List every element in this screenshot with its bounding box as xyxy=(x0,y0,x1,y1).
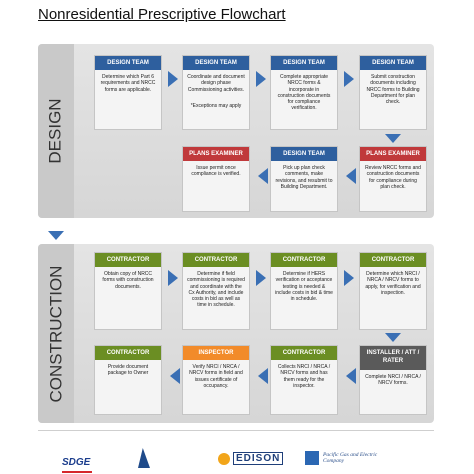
role-header: DESIGN TEAM xyxy=(271,56,337,70)
step-text: Review NRCC forms and construction docum… xyxy=(365,165,421,190)
step-text: Provide document package to Owner xyxy=(107,364,149,377)
role-header: INSPECTOR xyxy=(183,346,249,360)
role-header: CONTRACTOR xyxy=(95,253,161,267)
construction-phase-label: CONSTRUCTION xyxy=(46,265,66,402)
step-text: Issue permit once compliance is verified… xyxy=(191,165,241,178)
divider xyxy=(38,430,434,431)
arrow-left-icon xyxy=(258,168,268,184)
arrow-left-icon xyxy=(346,168,356,184)
design-step-5: PLANS EXAMINER Review NRCC forms and con… xyxy=(359,146,427,212)
step-text: Obtain copy of NRCC forms with construct… xyxy=(102,271,154,290)
step-text: Coordinate and document design phase Com… xyxy=(187,74,245,93)
role-header: CONTRACTOR xyxy=(95,346,161,360)
step-text: Collects NRCI / NRCA / NRCV forms and ha… xyxy=(277,364,331,389)
role-header: INSTALLER / ATT / RATER xyxy=(360,346,426,370)
arrow-right-icon xyxy=(344,71,354,87)
role-header: CONTRACTOR xyxy=(183,253,249,267)
construction-step-5: INSTALLER / ATT / RATER Complete NRCI / … xyxy=(359,345,427,415)
design-step-3: DESIGN TEAM Complete appropriate NRCC fo… xyxy=(270,55,338,130)
page-title: Nonresidential Prescriptive Flowchart xyxy=(38,6,286,23)
role-header: DESIGN TEAM xyxy=(95,56,161,70)
arrow-right-icon xyxy=(168,71,178,87)
step-text: Pick up plan check comments, make revisi… xyxy=(275,165,333,190)
arrow-left-icon xyxy=(346,368,356,384)
role-header: DESIGN TEAM xyxy=(360,56,426,70)
sdge-logo: SDGE xyxy=(62,452,92,473)
step-text: Verify NRCI / NRCA / NRCV forms in field… xyxy=(189,364,243,389)
role-header: CONTRACTOR xyxy=(271,253,337,267)
arrow-right-icon xyxy=(168,270,178,286)
design-step-1: DESIGN TEAM Determine which Part 6 requi… xyxy=(94,55,162,130)
step-note: *Exceptions may apply xyxy=(190,102,242,109)
construction-step-4: CONTRACTOR Determine which NRCI / NRCA /… xyxy=(359,252,427,330)
design-step-6: DESIGN TEAM Pick up plan check comments,… xyxy=(270,146,338,212)
role-header: CONTRACTOR xyxy=(360,253,426,267)
role-header: CONTRACTOR xyxy=(271,346,337,360)
role-header: PLANS EXAMINER xyxy=(360,147,426,161)
construction-step-8: CONTRACTOR Provide document package to O… xyxy=(94,345,162,415)
design-phase-sidebar xyxy=(38,44,74,218)
arrow-down-icon xyxy=(385,333,401,342)
step-text: Determine which Part 6 requirements and … xyxy=(100,74,156,93)
design-step-7: PLANS EXAMINER Issue permit once complia… xyxy=(182,146,250,212)
role-header: DESIGN TEAM xyxy=(183,56,249,70)
construction-step-1: CONTRACTOR Obtain copy of NRCC forms wit… xyxy=(94,252,162,330)
step-text: Determine if HERS verification or accept… xyxy=(275,271,333,303)
arrow-down-icon xyxy=(48,231,64,240)
step-text: Submit construction documents including … xyxy=(366,74,420,106)
pge-logo: Pacific Gas and Electric Company xyxy=(305,451,393,465)
design-phase-label: DESIGN xyxy=(46,98,65,164)
role-header: DESIGN TEAM xyxy=(271,147,337,161)
sponsor-logos: SDGE EDISON Pacific Gas and Electric Com… xyxy=(0,448,474,474)
arrow-left-icon xyxy=(258,368,268,384)
arrow-right-icon xyxy=(256,71,266,87)
construction-step-3: CONTRACTOR Determine if HERS verificatio… xyxy=(270,252,338,330)
arrow-left-icon xyxy=(170,368,180,384)
arrow-right-icon xyxy=(256,270,266,286)
construction-phase-sidebar xyxy=(38,244,74,423)
design-step-2: DESIGN TEAM Coordinate and document desi… xyxy=(182,55,250,130)
design-step-4: DESIGN TEAM Submit construction document… xyxy=(359,55,427,130)
construction-step-7: INSPECTOR Verify NRCI / NRCA / NRCV form… xyxy=(182,345,250,415)
construction-step-6: CONTRACTOR Collects NRCI / NRCA / NRCV f… xyxy=(270,345,338,415)
arrow-down-icon xyxy=(385,134,401,143)
step-text: Complete NRCI / NRCA / NRCV forms. xyxy=(365,374,421,387)
construction-step-2: CONTRACTOR Determine if field commission… xyxy=(182,252,250,330)
role-header: PLANS EXAMINER xyxy=(183,147,249,161)
step-text: Determine which NRCI / NRCA / NRCV forms… xyxy=(365,271,421,296)
utility-logo xyxy=(138,448,150,468)
edison-logo: EDISON xyxy=(218,452,284,465)
arrow-right-icon xyxy=(344,270,354,286)
step-text: Complete appropriate NRCC forms & incorp… xyxy=(277,74,331,112)
step-text: Determine if field commissioning is requ… xyxy=(187,271,245,309)
